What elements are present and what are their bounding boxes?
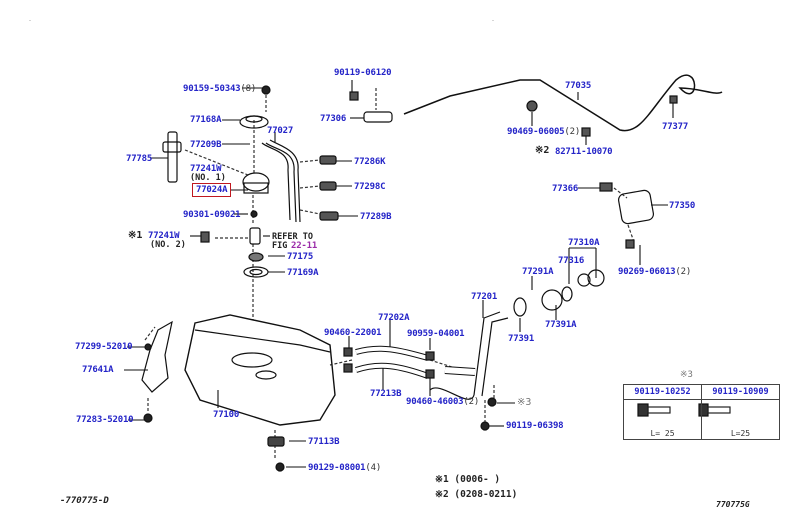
part-label-90269-06013[interactable]: 90269-06013(2) xyxy=(618,267,692,277)
part-label-77283-52010[interactable]: 77283-52010 xyxy=(76,415,134,425)
part-label-77306[interactable]: 77306 xyxy=(320,114,347,124)
part-label-77298C[interactable]: 77298C xyxy=(354,182,386,192)
part-label-77100[interactable]: 77100 xyxy=(213,410,240,420)
release-cable xyxy=(403,74,723,132)
part-label-77291A[interactable]: 77291A xyxy=(522,267,554,277)
part-label-77209B[interactable]: 77209B xyxy=(190,140,222,150)
note-mark-1: ※1 xyxy=(128,230,143,241)
bolt-length-1: L= 25 xyxy=(650,429,675,438)
table-bolts xyxy=(637,403,731,417)
part-label-77316[interactable]: 77316 xyxy=(558,256,585,266)
diagram-code-left: -770775-D xyxy=(60,496,109,506)
part-label-77202A[interactable]: 77202A xyxy=(378,313,410,323)
part-label-77027[interactable]: 77027 xyxy=(267,126,294,136)
part-label-77113B[interactable]: 77113B xyxy=(308,437,340,447)
part-label-77035[interactable]: 77035 xyxy=(565,81,592,91)
note-mark-3: ※3 xyxy=(517,397,532,408)
part-label-90119-06398[interactable]: 90119-06398 xyxy=(506,421,564,431)
part-label-77391A[interactable]: 77391A xyxy=(545,320,577,330)
part-label-90129-08001[interactable]: 90129-08001(4) xyxy=(308,463,382,473)
refer-to-text: REFER TO xyxy=(272,232,313,242)
bolt-length-2: L=25 xyxy=(730,429,751,438)
part-label-77175[interactable]: 77175 xyxy=(287,252,314,262)
part-label-77350[interactable]: 77350 xyxy=(669,201,696,211)
part-label-90469-06005[interactable]: 90469-06005(2) xyxy=(507,127,581,137)
note-period-1: ※1 (0006- ) xyxy=(435,474,501,485)
part-label-77169A[interactable]: 77169A xyxy=(287,268,319,278)
part-label-90460-22001[interactable]: 90460-22001 xyxy=(324,328,382,338)
part-label-77299-52010[interactable]: 77299-52010 xyxy=(75,342,133,352)
part-label-90119-06120[interactable]: 90119-06120 xyxy=(334,68,392,78)
part-label-90301-09021[interactable]: 90301-09021 xyxy=(183,210,241,220)
part-label-77366[interactable]: 77366 xyxy=(552,184,579,194)
part-label-77310A[interactable]: 77310A xyxy=(568,238,600,248)
part-label-90159-50343[interactable]: 90159-50343(8) xyxy=(183,84,257,94)
pump-parts xyxy=(162,85,301,278)
note-period-2: ※2 (0208-0211) xyxy=(435,489,518,500)
part-label-77391[interactable]: 77391 xyxy=(508,334,535,344)
part-label-77241W-no2[interactable]: 77241W xyxy=(148,231,180,241)
bolt-table-cell-2: L=25 xyxy=(701,400,779,440)
diagram-code-right: 770775G xyxy=(716,500,750,509)
hoses xyxy=(343,345,476,379)
part-label-77201[interactable]: 77201 xyxy=(471,292,498,302)
bracket-shape xyxy=(141,320,173,393)
part-label-77024A-highlighted[interactable]: 77024A xyxy=(191,183,232,197)
filler-door-shape xyxy=(617,189,655,225)
connectors xyxy=(319,91,678,249)
part-label-77213B[interactable]: 77213B xyxy=(370,389,402,399)
filler-neck-parts xyxy=(429,269,605,400)
part-sublabel-no2: (NO. 2) xyxy=(150,240,186,250)
corner-marks xyxy=(29,20,494,21)
refer-fig-text: FIG xyxy=(272,241,288,251)
part-label-77289B[interactable]: 77289B xyxy=(360,212,392,222)
bolt-table-mark: ※3 xyxy=(680,370,693,380)
part-label-82711-10070[interactable]: 82711-10070 xyxy=(555,147,613,157)
part-sublabel-no1: (NO. 1) xyxy=(190,173,226,183)
part-label-77241W-no1[interactable]: 77241W xyxy=(190,164,222,174)
part-label-90959-04001[interactable]: 90959-04001 xyxy=(407,329,465,339)
part-label-77377[interactable]: 77377 xyxy=(662,122,689,132)
part-label-77286K[interactable]: 77286K xyxy=(354,157,386,167)
refer-fig-link[interactable]: 22-11 xyxy=(291,241,318,251)
bolt-table: 90119-10252 90119-10909 L= 25 L=25 xyxy=(623,384,780,440)
bolt-table-part-1[interactable]: 90119-10252 xyxy=(634,387,691,397)
bolt-table-part-2[interactable]: 90119-10909 xyxy=(701,385,779,399)
part-label-90460-46003[interactable]: 90460-46003(2) xyxy=(406,397,480,407)
part-label-77168A[interactable]: 77168A xyxy=(190,115,222,125)
part-label-77641A[interactable]: 77641A xyxy=(82,365,114,375)
leader-lines xyxy=(124,80,674,468)
note-mark-2: ※2 xyxy=(535,145,550,156)
bolt-table-cell-1: L= 25 xyxy=(624,400,701,440)
part-label-77785[interactable]: 77785 xyxy=(126,154,153,164)
fuel-tank-shape xyxy=(184,314,336,426)
